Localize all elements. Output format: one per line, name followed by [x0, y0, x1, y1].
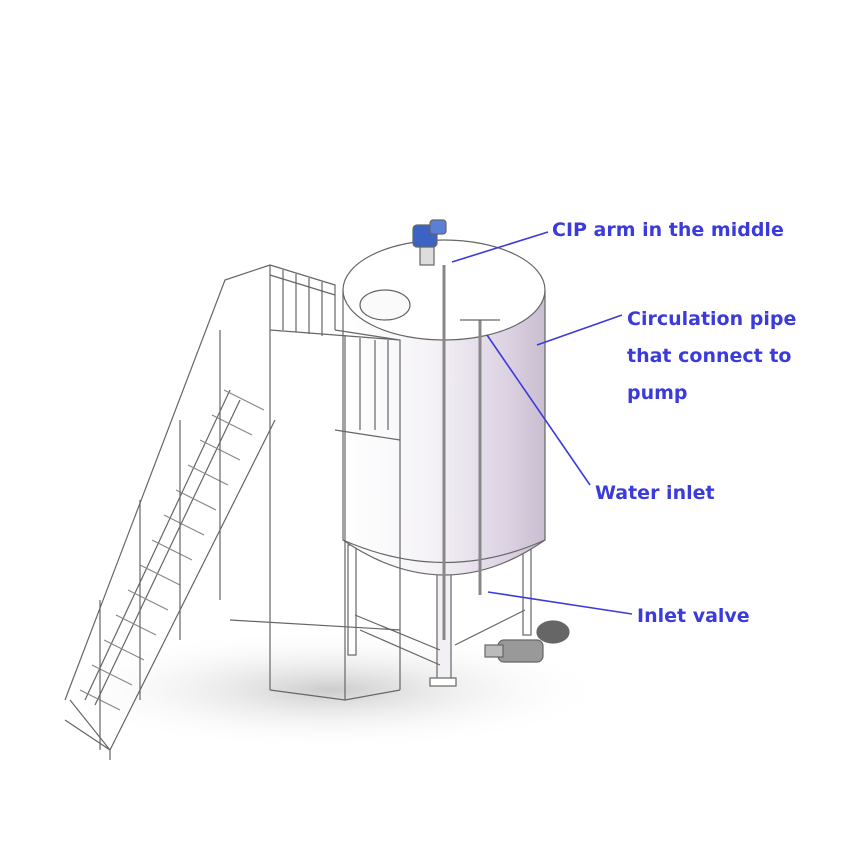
leader-inlet-valve [487, 591, 633, 615]
label-water-inlet: Water inlet [595, 482, 715, 504]
platform [229, 264, 401, 701]
leader-water-inlet [486, 334, 591, 486]
label-circulation-line3: pump [627, 382, 688, 404]
label-circulation-line2: that connect to [627, 345, 792, 367]
label-circulation-pipe: Circulation pipe that connect to pump [627, 301, 796, 412]
staircase [64, 264, 276, 760]
label-cip-arm: CIP arm in the middle [552, 219, 784, 241]
leader-circulation-pipe [536, 314, 623, 346]
manhole [359, 289, 411, 321]
label-inlet-valve: Inlet valve [637, 605, 750, 627]
leader-cip-arm [451, 231, 549, 263]
label-circulation-line1: Circulation pipe [627, 308, 797, 330]
agitator-motor [412, 219, 447, 266]
floor-shadow [50, 630, 610, 750]
pump [484, 620, 570, 663]
leader-lines [451, 231, 633, 615]
